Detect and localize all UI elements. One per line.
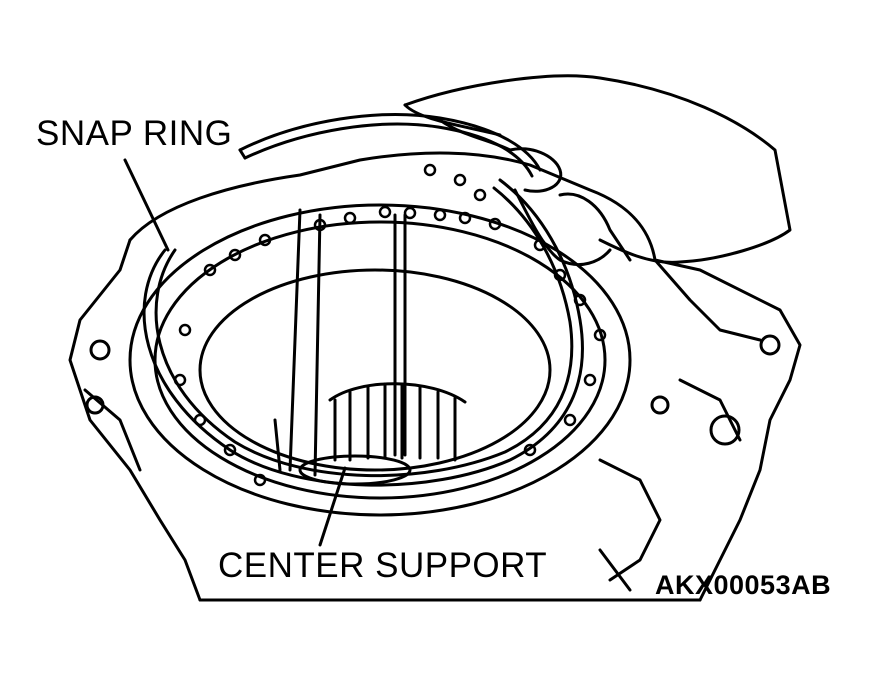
case-bore xyxy=(128,203,632,517)
hand xyxy=(403,74,792,266)
center-support-label: CENTER SUPPORT xyxy=(218,546,548,585)
bolt-holes xyxy=(173,163,607,487)
snap-ring-leader-line xyxy=(123,158,170,252)
figure-code-label: AKX00053AB xyxy=(655,570,832,600)
transmission-case xyxy=(68,151,802,602)
center-support-leader-line xyxy=(318,466,347,547)
center-support xyxy=(273,208,467,486)
snap-ring-label: SNAP RING xyxy=(36,114,233,153)
